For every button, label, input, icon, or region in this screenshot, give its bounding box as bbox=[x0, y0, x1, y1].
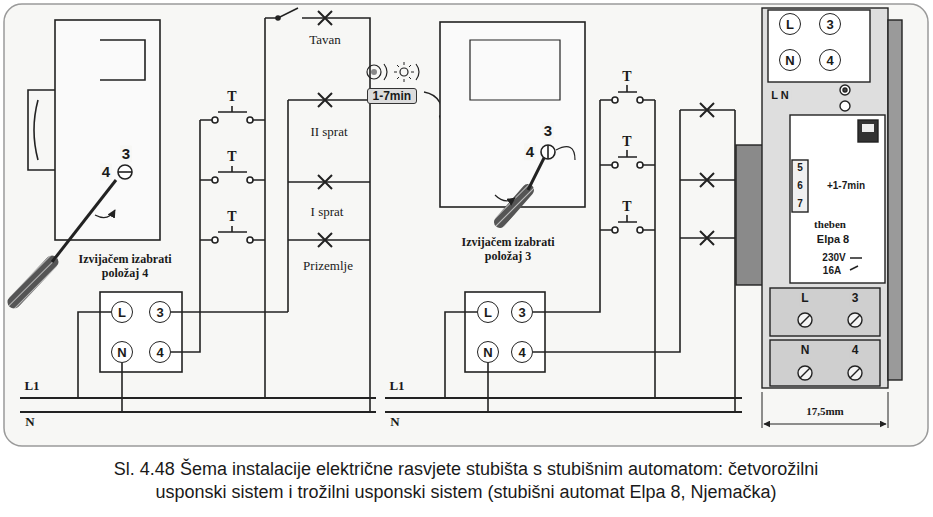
terminal-circle: L bbox=[111, 301, 133, 323]
neutral-line bbox=[20, 411, 376, 413]
device-terminal: N bbox=[779, 49, 801, 71]
screwdriver-shaft bbox=[52, 180, 116, 262]
terminal-label: 3 bbox=[850, 292, 861, 306]
terminal-label: N bbox=[117, 346, 126, 359]
pushbuttons bbox=[200, 106, 265, 243]
rocker-switch bbox=[858, 120, 878, 142]
terminal-cover bbox=[768, 10, 870, 82]
automat-body bbox=[440, 22, 585, 207]
device-housing bbox=[762, 8, 888, 388]
mode-number: 7 bbox=[795, 198, 805, 210]
rating: 230V bbox=[820, 252, 847, 264]
front-panel bbox=[790, 115, 885, 283]
selector-position: 3 bbox=[120, 145, 132, 162]
device-terminal: L bbox=[779, 13, 801, 35]
terminal-label: 1-7min bbox=[373, 90, 412, 102]
line-label: L1 bbox=[22, 379, 41, 394]
din-rail-slot bbox=[736, 145, 764, 285]
figure-panel bbox=[4, 4, 928, 446]
terminal-label: L bbox=[118, 306, 126, 319]
terminal-label: L bbox=[786, 18, 794, 31]
selector-position: 4 bbox=[524, 143, 536, 160]
floor-label: Prizemlje bbox=[301, 259, 355, 274]
front-detail bbox=[100, 40, 145, 80]
terminal-label: N bbox=[483, 346, 492, 359]
figure-caption: Sl. 4.48 Šema instalacije električne ras… bbox=[16, 458, 916, 503]
terminal-label: 3 bbox=[826, 18, 833, 31]
instruction-note: Izvijačem izabrati položaj 4 bbox=[67, 253, 183, 281]
floor-label: II sprat bbox=[308, 125, 349, 140]
terminal-circle: 3 bbox=[511, 301, 533, 323]
floor-label: I sprat bbox=[309, 205, 346, 220]
mode-number: 6 bbox=[795, 180, 805, 192]
pushbutton-label: T bbox=[225, 89, 238, 105]
wire bbox=[78, 312, 111, 398]
terminal-label: N bbox=[785, 54, 794, 67]
time-range: +1-7min bbox=[825, 180, 867, 192]
terminal-circle: N bbox=[111, 341, 133, 363]
mode-number: 5 bbox=[795, 162, 805, 174]
automat-body bbox=[55, 20, 160, 240]
terminal-circle: N bbox=[477, 341, 499, 363]
clip-detail bbox=[34, 100, 38, 160]
pushbutton-label: T bbox=[225, 149, 238, 165]
floor-label: Tavan bbox=[307, 33, 343, 48]
screwdriver-handle bbox=[500, 190, 528, 222]
selector-position: 3 bbox=[542, 122, 554, 139]
rating: 16A bbox=[821, 265, 843, 277]
phase-line bbox=[385, 397, 742, 399]
screw-terminals bbox=[798, 313, 862, 380]
instruction-note: Izvijačem izabrati položaj 3 bbox=[441, 236, 575, 264]
pushbutton-label: T bbox=[620, 134, 633, 150]
terminal-label: 3 bbox=[156, 306, 163, 319]
line-label: N bbox=[23, 415, 36, 430]
terminal-label: 4 bbox=[850, 344, 861, 358]
light-icon bbox=[367, 65, 381, 79]
selector-position: 4 bbox=[100, 163, 112, 180]
terminal-label: 4 bbox=[156, 346, 163, 359]
terminal-label: L bbox=[484, 306, 492, 319]
phase-line bbox=[20, 397, 376, 399]
terminal-label: 3 bbox=[518, 306, 525, 319]
terminal-circle: 4 bbox=[511, 341, 533, 363]
selector bbox=[118, 165, 132, 179]
terminal-circle: L bbox=[477, 301, 499, 323]
model-name: Elpa 8 bbox=[815, 233, 851, 246]
screwdriver-shaft bbox=[528, 158, 544, 190]
timer-box: 1-7min bbox=[367, 88, 418, 104]
terminal-label: N bbox=[799, 344, 812, 358]
pushbuttons bbox=[600, 84, 655, 233]
left-schematic bbox=[14, 8, 376, 412]
terminal-label: 4 bbox=[826, 54, 833, 67]
device-drawing bbox=[736, 8, 902, 428]
pushbutton-label: T bbox=[225, 209, 238, 225]
dimension-line bbox=[764, 424, 886, 425]
dimension-label: 17,5mm bbox=[804, 405, 846, 418]
din-clip bbox=[28, 90, 55, 170]
device-terminal: 3 bbox=[819, 13, 841, 35]
terminal-circle: 3 bbox=[149, 301, 171, 323]
sun-icon bbox=[400, 68, 408, 76]
terminal-label: L N bbox=[769, 89, 791, 102]
pushbutton-label: T bbox=[620, 69, 633, 85]
terminal-block bbox=[465, 292, 545, 372]
selector bbox=[541, 145, 555, 159]
device-terminal: 4 bbox=[819, 49, 841, 71]
attic-switch bbox=[265, 8, 370, 412]
line-label: L1 bbox=[387, 379, 406, 394]
terminal-circle: 4 bbox=[149, 341, 171, 363]
lamp-symbols bbox=[700, 103, 714, 245]
neutral-line bbox=[385, 411, 742, 413]
pushbutton-label: T bbox=[620, 199, 633, 215]
terminal-block bbox=[100, 292, 182, 372]
middle-schematic bbox=[367, 22, 742, 412]
terminal-label: 4 bbox=[518, 346, 525, 359]
line-label: N bbox=[388, 415, 401, 430]
terminal-label: L bbox=[799, 292, 810, 306]
screwdriver-handle bbox=[14, 262, 52, 302]
brand-name: theben bbox=[812, 218, 848, 231]
